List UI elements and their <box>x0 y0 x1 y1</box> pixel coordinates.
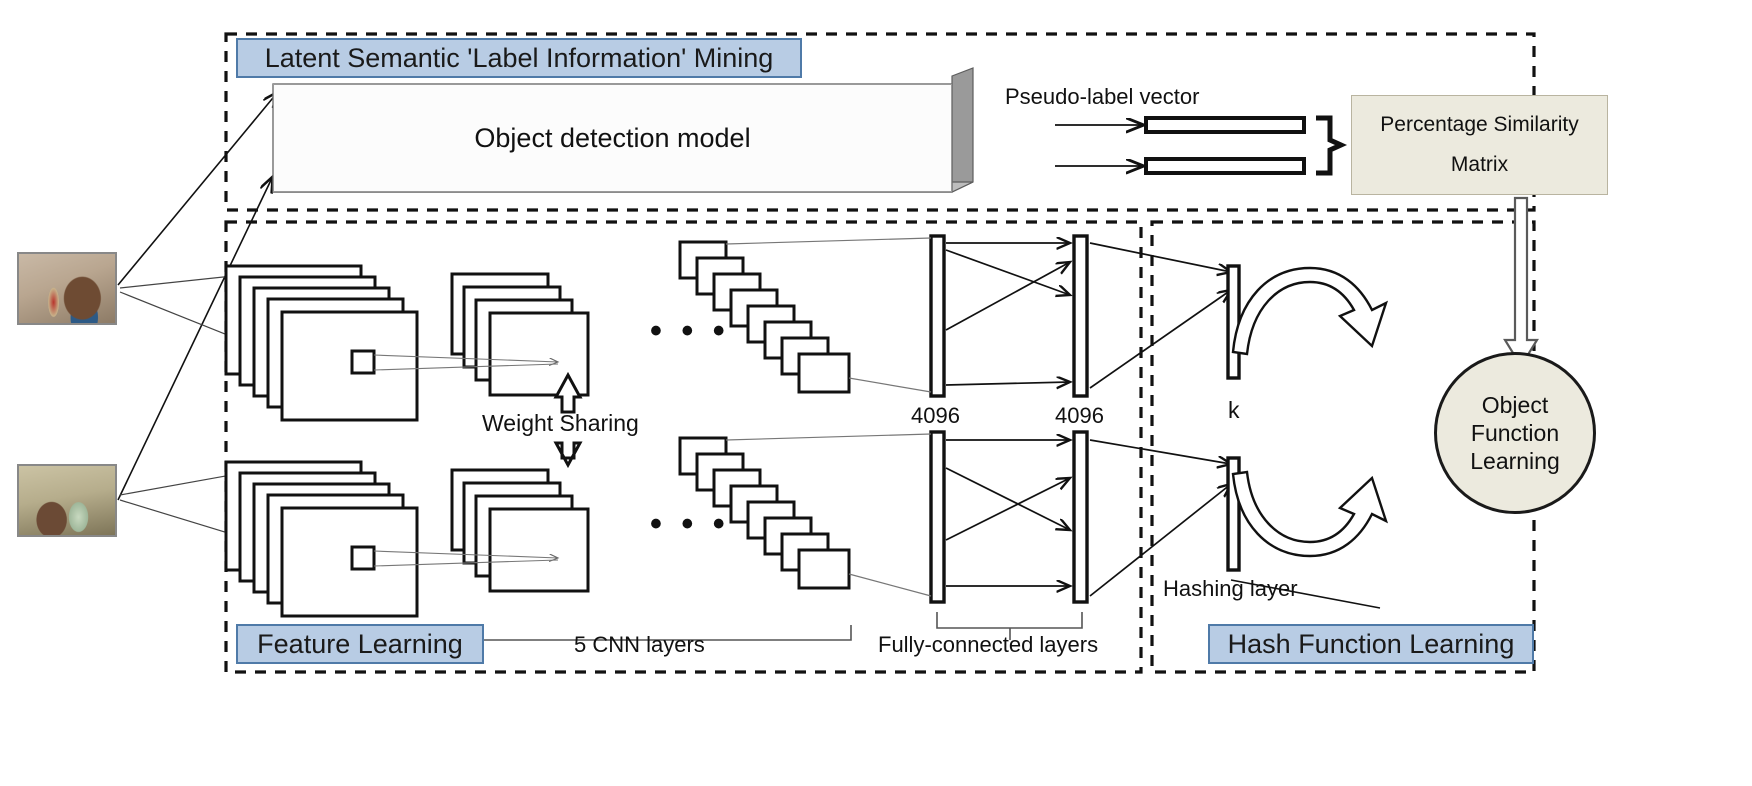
conv-to-fc-top <box>725 237 932 393</box>
fc-connections-top <box>945 243 1070 385</box>
psm-line-1: Percentage Similarity <box>1380 113 1579 137</box>
cnn-stack-bottom-2 <box>450 468 590 593</box>
pseudo-label-vector-bars <box>1055 116 1306 175</box>
hash-layer-bottom <box>1226 456 1241 572</box>
object-detection-model-box: Object detection model <box>273 84 952 192</box>
fc-layer-top-1 <box>929 234 946 398</box>
ofl-line-3: Learning <box>1470 448 1560 475</box>
input-photo-top <box>17 252 117 325</box>
brace-to-similarity-matrix <box>1316 115 1348 176</box>
fc-label-right-4096: 4096 <box>1055 403 1104 428</box>
weight-sharing-label: Weight Sharing <box>482 410 639 436</box>
badge-hash-function-learning: Hash Function Learning <box>1208 624 1534 664</box>
brace-fc-layers <box>936 612 1083 640</box>
k-label: k <box>1228 397 1240 423</box>
receptive-field-bottom <box>350 545 376 571</box>
cnn-layers-label: 5 CNN layers <box>574 632 705 657</box>
fc-label-left-4096: 4096 <box>911 403 960 428</box>
input-photo-bottom <box>17 464 117 537</box>
fc-connections-bottom <box>945 440 1070 586</box>
fc-layer-bottom-2 <box>1072 430 1089 604</box>
receptive-field-link-top <box>373 354 558 371</box>
ellipsis-top: • • • <box>650 312 730 350</box>
conv-to-fc-bottom <box>725 433 932 597</box>
hashing-layer-callout <box>1230 579 1381 609</box>
input-photo-bottom-content <box>19 466 115 535</box>
psm-line-2: Matrix <box>1450 153 1509 176</box>
cnn-diagonal-stack-top <box>678 240 851 394</box>
fc-layer-top-2 <box>1072 234 1089 398</box>
receptive-field-link-bottom <box>373 550 558 567</box>
cnn-stack-bottom <box>224 460 419 618</box>
fully-connected-layers-label: Fully-connected layers <box>878 632 1099 657</box>
input-photo-top-content <box>19 254 115 323</box>
cnn-diagonal-stack-bottom <box>678 436 851 590</box>
hashing-layer-label: Hashing layer <box>1163 576 1298 601</box>
badge-feature-learning: Feature Learning <box>236 624 484 664</box>
weight-sharing-arrow-down <box>553 441 583 469</box>
hash-to-objective-curve-bottom <box>1231 470 1389 558</box>
photo-to-model-arrows <box>117 93 277 501</box>
cnn-stack-top <box>224 264 419 422</box>
ofl-line-2: Function <box>1470 419 1560 446</box>
objective-function-circle: Object Function Learning <box>1434 352 1596 514</box>
hash-layer-top <box>1226 264 1241 380</box>
pseudo-label-vector-label: Pseudo-label vector <box>1005 84 1200 109</box>
hash-to-objective-curve-top <box>1231 266 1389 356</box>
weight-sharing-arrow-up <box>553 371 583 414</box>
ellipsis-bottom: • • • <box>650 505 730 543</box>
section-frame-feature-learning <box>224 220 1143 674</box>
ofl-line-1: Object <box>1481 391 1549 418</box>
fc-layer-bottom-1 <box>929 430 946 604</box>
section-frame-top <box>224 32 1536 212</box>
badge-latent-semantic: Latent Semantic 'Label Information' Mini… <box>236 38 802 78</box>
percentage-similarity-matrix-box: Percentage Similarity Matrix <box>1351 95 1608 195</box>
fc-to-hash-top <box>1089 242 1231 389</box>
fc-to-hash-bottom <box>1089 439 1231 597</box>
receptive-field-top <box>350 349 376 375</box>
